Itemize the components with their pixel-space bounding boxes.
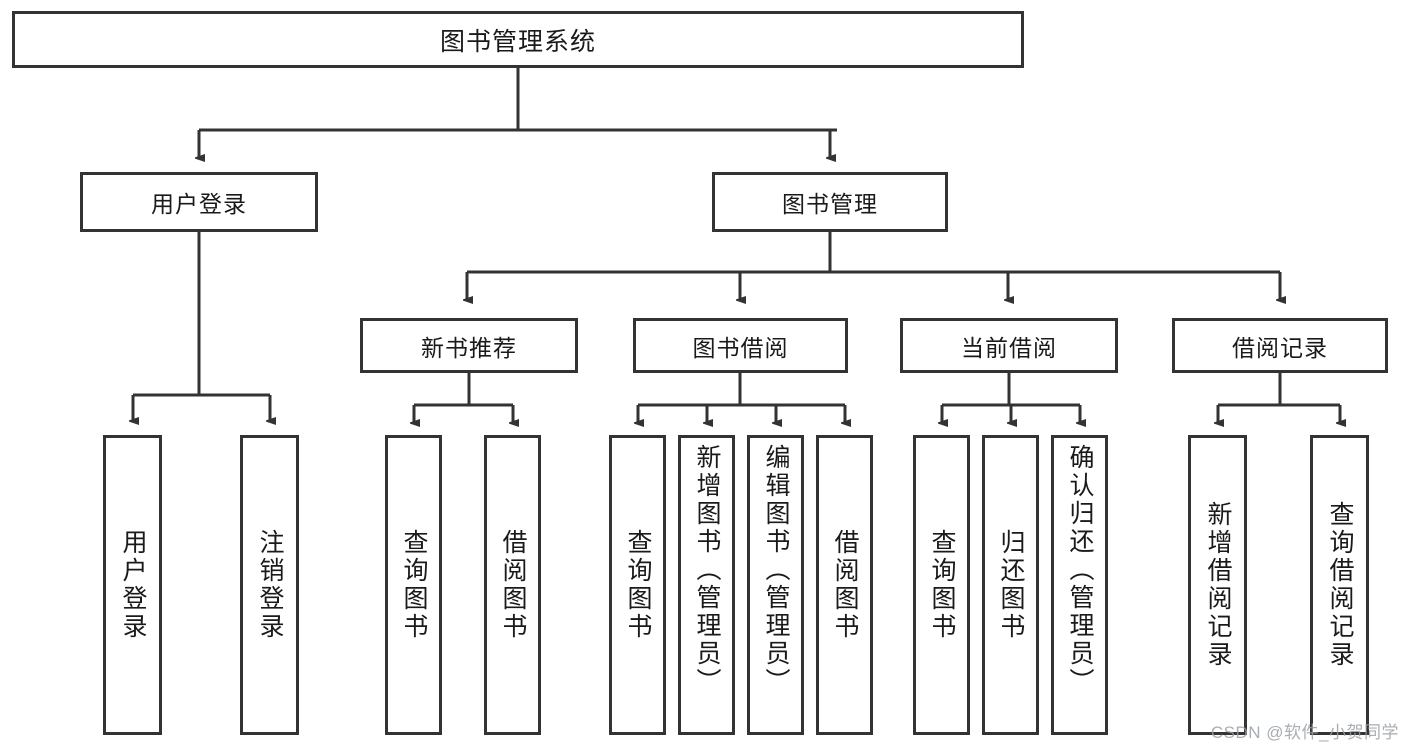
- node-leaf-query-book-current[interactable]: 查询图书: [913, 435, 970, 735]
- node-leaf-query-book-borrow[interactable]: 查询图书: [609, 435, 666, 735]
- node-new-book-recommend[interactable]: 新书推荐: [360, 318, 578, 373]
- node-root-title[interactable]: 图书管理系统: [12, 11, 1024, 68]
- node-leaf-add-book[interactable]: 新增图书（管理员）: [678, 435, 735, 735]
- node-leaf-add-record[interactable]: 新增借阅记录: [1188, 435, 1247, 735]
- node-user-login[interactable]: 用户登录: [80, 172, 318, 232]
- node-leaf-borrow-book-recommend[interactable]: 借阅图书: [484, 435, 541, 735]
- node-leaf-confirm-return[interactable]: 确认归还（管理员）: [1051, 435, 1108, 735]
- node-book-management[interactable]: 图书管理: [712, 172, 948, 232]
- node-leaf-edit-book[interactable]: 编辑图书（管理员）: [747, 435, 804, 735]
- node-current-borrow[interactable]: 当前借阅: [900, 318, 1118, 373]
- node-leaf-return-book[interactable]: 归还图书: [982, 435, 1039, 735]
- node-book-borrow[interactable]: 图书借阅: [633, 318, 848, 373]
- node-leaf-user-login[interactable]: 用户登录: [103, 435, 162, 735]
- node-leaf-query-record[interactable]: 查询借阅记录: [1310, 435, 1369, 735]
- csdn-watermark: CSDN @软件_小贺同学: [1210, 723, 1399, 742]
- node-borrow-records[interactable]: 借阅记录: [1172, 318, 1388, 373]
- node-leaf-borrow-book[interactable]: 借阅图书: [816, 435, 873, 735]
- node-leaf-query-book-recommend[interactable]: 查询图书: [385, 435, 442, 735]
- node-leaf-logout[interactable]: 注销登录: [240, 435, 299, 735]
